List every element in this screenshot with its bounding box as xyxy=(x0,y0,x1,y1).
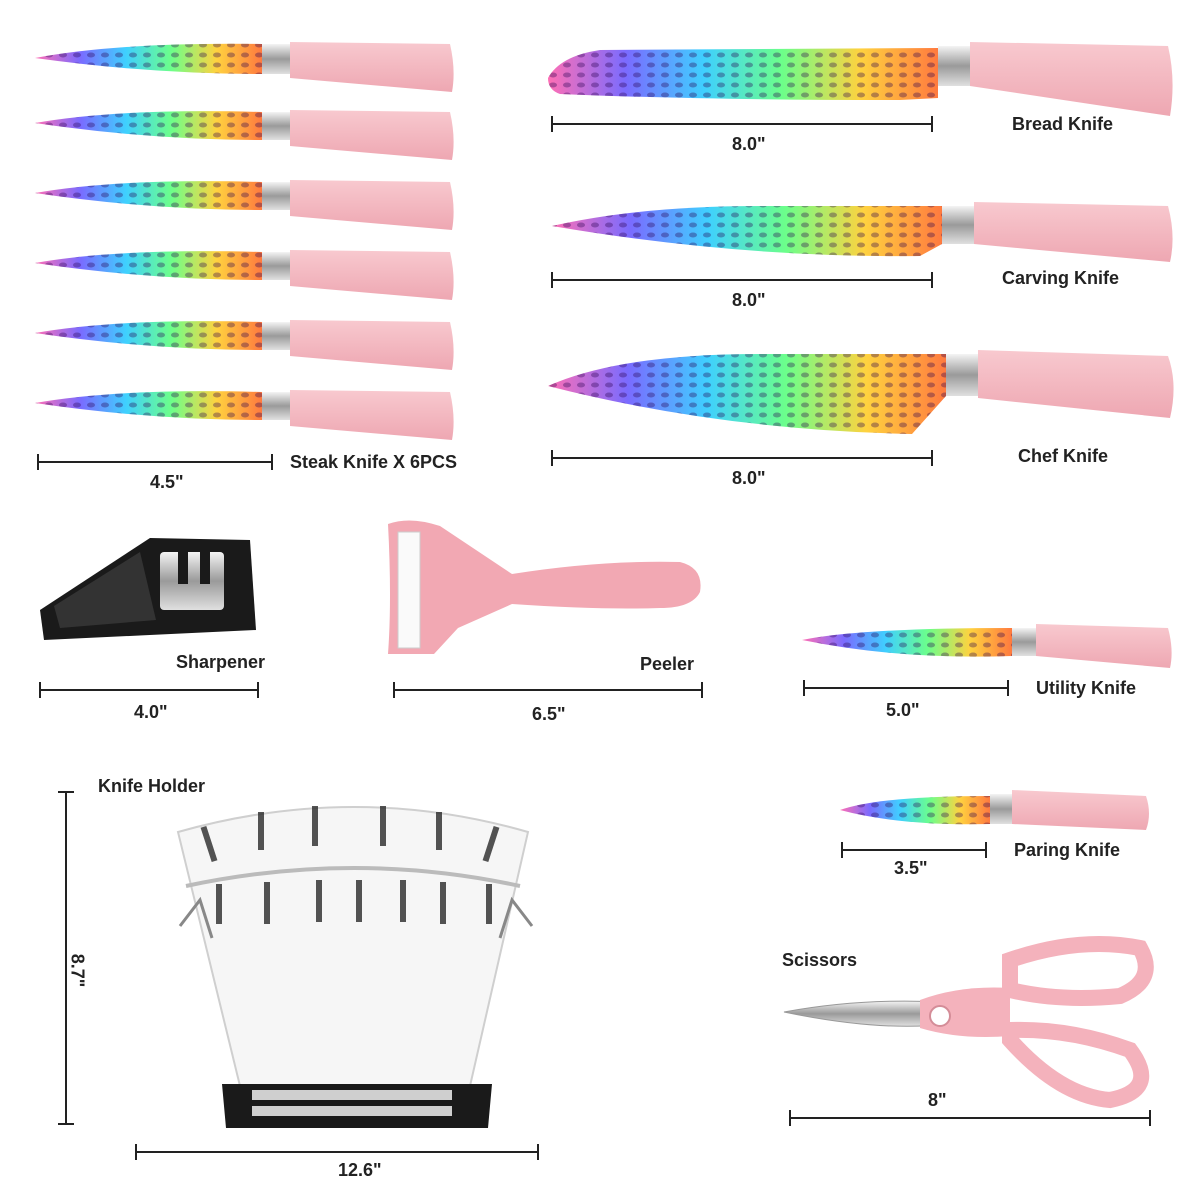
steak-knife-dimension: 4.5" xyxy=(150,472,184,492)
steak-knife-label: Steak Knife X 6PCS xyxy=(290,452,458,472)
scissors-label: Scissors xyxy=(782,950,858,970)
chef-knife-label: Chef Knife xyxy=(1018,446,1108,466)
peeler-label: Peeler xyxy=(640,654,695,674)
bread-knife-label: Bread Knife xyxy=(1012,114,1114,134)
steak-knife-2 xyxy=(35,110,454,160)
carving-knife-dimension: 8.0" xyxy=(732,290,766,310)
scissors-dimension: 8" xyxy=(928,1090,947,1110)
bread-knife-dimension: 8.0" xyxy=(732,134,766,154)
knife-holder-width-dimension: 12.6" xyxy=(338,1160,382,1180)
chef-knife-dimension: 8.0" xyxy=(732,468,766,488)
paring-knife-dimension: 3.5" xyxy=(894,858,928,878)
peeler xyxy=(388,520,703,698)
chef-knife xyxy=(548,350,1174,466)
carving-knife xyxy=(551,202,1173,288)
steak-knife-6 xyxy=(35,390,454,440)
knife-holder-height-dimension: 8.7" xyxy=(67,953,88,988)
bread-knife xyxy=(548,42,1173,132)
steak-knife-1 xyxy=(35,42,454,92)
steak-knife-5 xyxy=(35,320,454,370)
knife-holder xyxy=(58,791,539,1160)
steak-dimension-line xyxy=(37,454,273,470)
scissors xyxy=(783,936,1154,1126)
utility-knife xyxy=(802,624,1172,696)
utility-knife-label: Utility Knife xyxy=(1036,678,1137,698)
carving-knife-label: Carving Knife xyxy=(1002,268,1120,288)
sharpener-dimension: 4.0" xyxy=(134,702,168,722)
utility-knife-dimension: 5.0" xyxy=(886,700,920,720)
knife-holder-label: Knife Holder xyxy=(98,776,206,796)
steak-knife-3 xyxy=(35,180,454,230)
steak-knives-group xyxy=(35,42,454,470)
paring-knife-label: Paring Knife xyxy=(1014,840,1121,860)
sharpener-label: Sharpener xyxy=(176,652,266,672)
sharpener xyxy=(39,538,259,698)
paring-knife xyxy=(840,790,1149,858)
steak-knife-4 xyxy=(35,250,454,300)
peeler-dimension: 6.5" xyxy=(532,704,566,724)
